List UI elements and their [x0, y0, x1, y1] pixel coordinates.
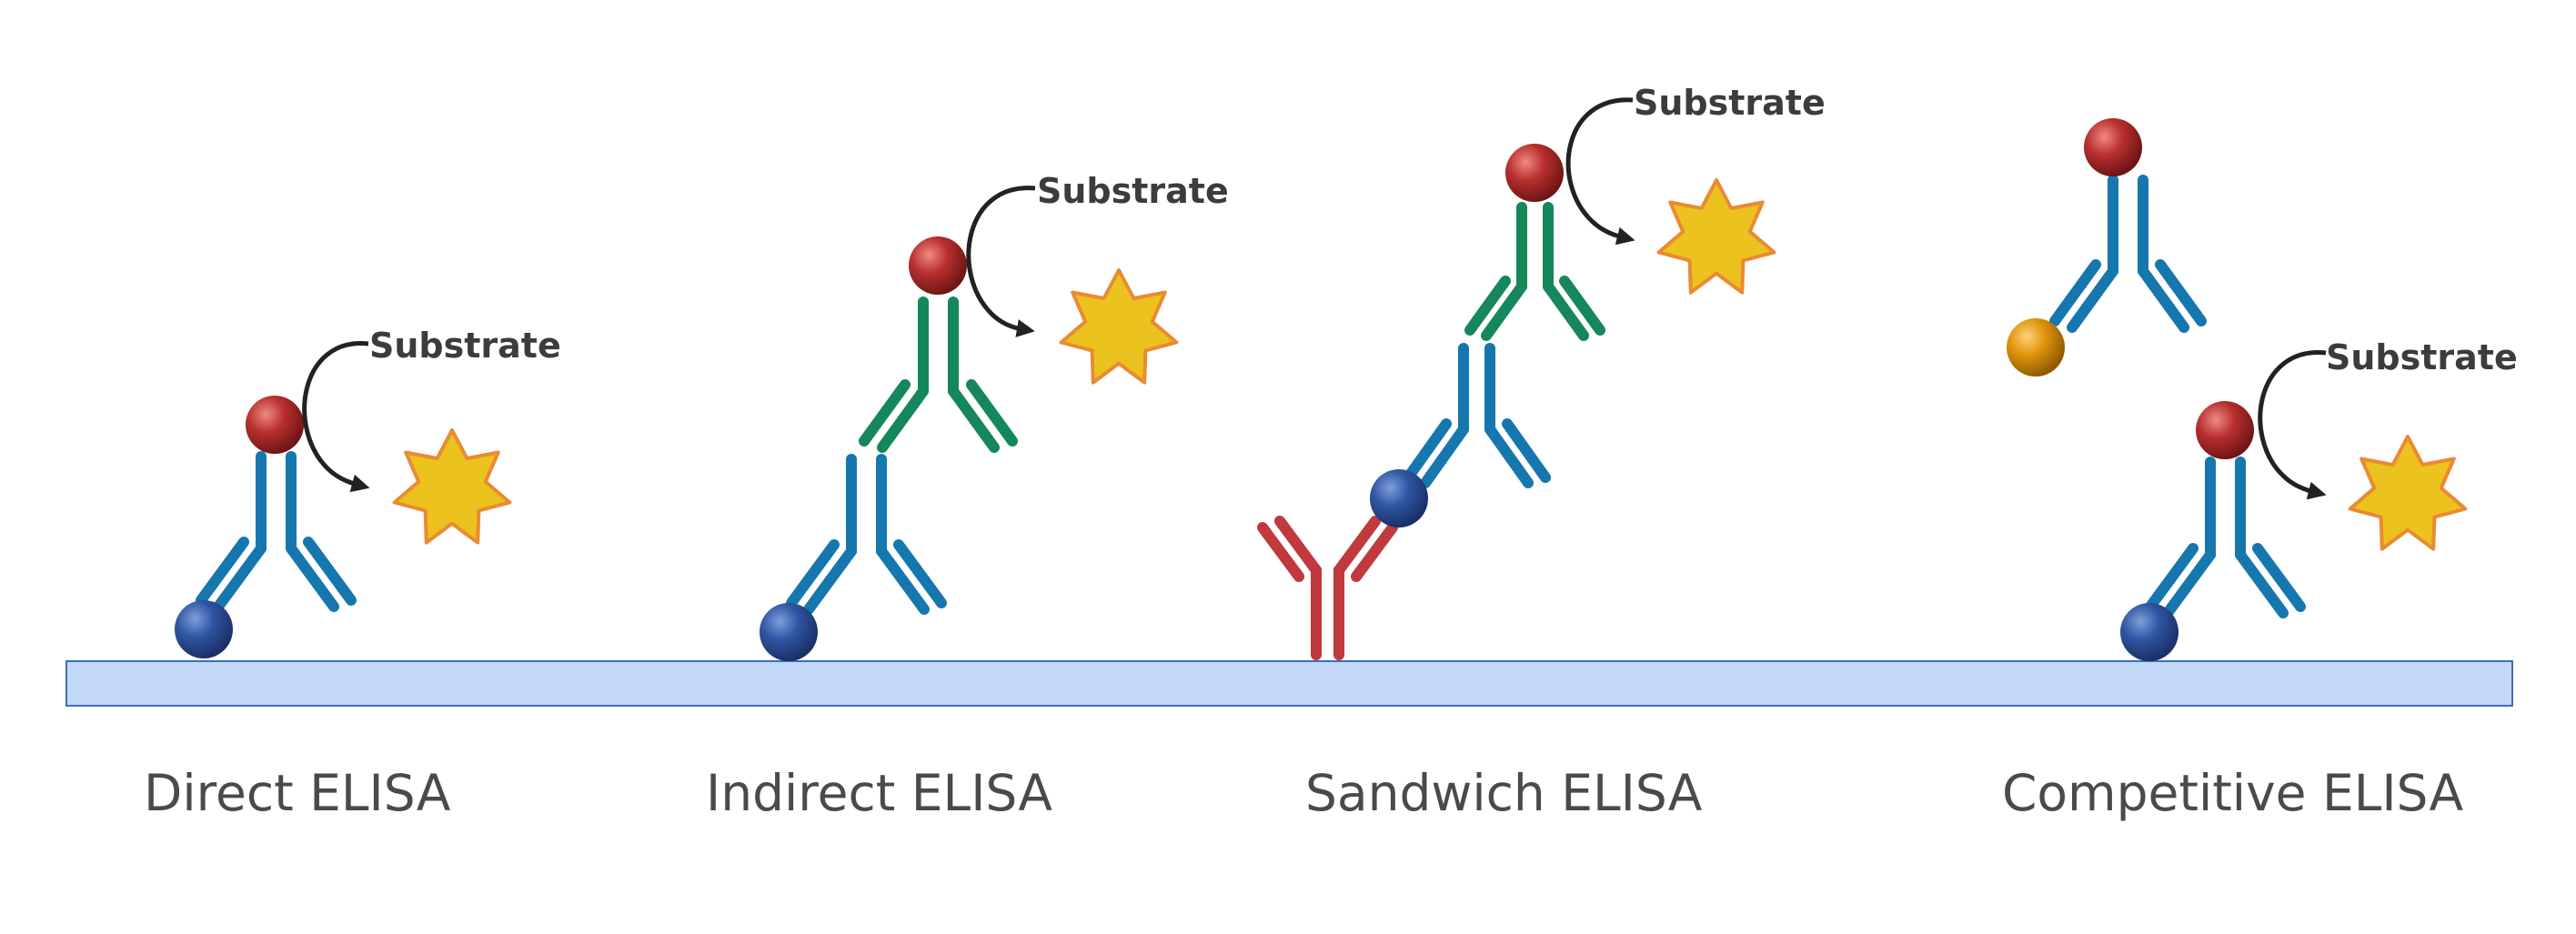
antibody-icon	[1403, 343, 1551, 488]
curved-arrow-icon	[1565, 97, 1635, 246]
enzyme-icon	[1505, 144, 1564, 202]
plate-surface	[65, 660, 2513, 707]
antibody-icon	[859, 296, 1018, 453]
antibody-icon	[196, 451, 357, 612]
competitor-antigen-icon	[2007, 318, 2065, 377]
enzyme-icon	[909, 236, 967, 295]
sandwich-elisa-caption: Sandwich ELISA	[1305, 764, 1703, 822]
direct-elisa-group: Substrate Direct ELISA	[144, 326, 561, 822]
substrate-label: Substrate	[369, 326, 561, 366]
substrate-star-icon	[2348, 435, 2468, 551]
substrate-label: Substrate	[1037, 171, 1229, 211]
antigen-icon	[760, 603, 818, 661]
substrate-star-icon	[1656, 178, 1776, 295]
sandwich-elisa-group: Substrate Sandwich ELISA	[1257, 83, 1826, 822]
competitive-elisa-group: Substrate Competitive ELISA	[2002, 118, 2518, 822]
substrate-star-icon	[392, 428, 512, 545]
antigen-icon	[2120, 603, 2179, 661]
indirect-elisa-group: Substrate Indirect ELISA	[706, 171, 1229, 822]
curved-arrow-icon	[302, 341, 370, 493]
antibody-icon	[2049, 175, 2207, 333]
curved-arrow-icon	[966, 186, 1036, 337]
substrate-label: Substrate	[1634, 83, 1826, 123]
competitive-elisa-caption: Competitive ELISA	[2002, 764, 2463, 822]
substrate-label: Substrate	[2326, 337, 2518, 377]
enzyme-icon	[2196, 401, 2254, 459]
direct-elisa-caption: Direct ELISA	[144, 764, 451, 822]
antigen-icon	[175, 600, 233, 658]
enzyme-icon	[2084, 118, 2142, 176]
substrate-star-icon	[1059, 268, 1179, 385]
antibody-icon	[1257, 516, 1398, 660]
enzyme-icon	[246, 396, 304, 454]
indirect-elisa-caption: Indirect ELISA	[706, 764, 1052, 822]
antibody-icon	[786, 454, 947, 615]
curved-arrow-icon	[2258, 350, 2327, 500]
antigen-icon	[1370, 469, 1428, 527]
antibody-icon	[2145, 457, 2306, 618]
antibody-icon	[1464, 202, 1605, 341]
